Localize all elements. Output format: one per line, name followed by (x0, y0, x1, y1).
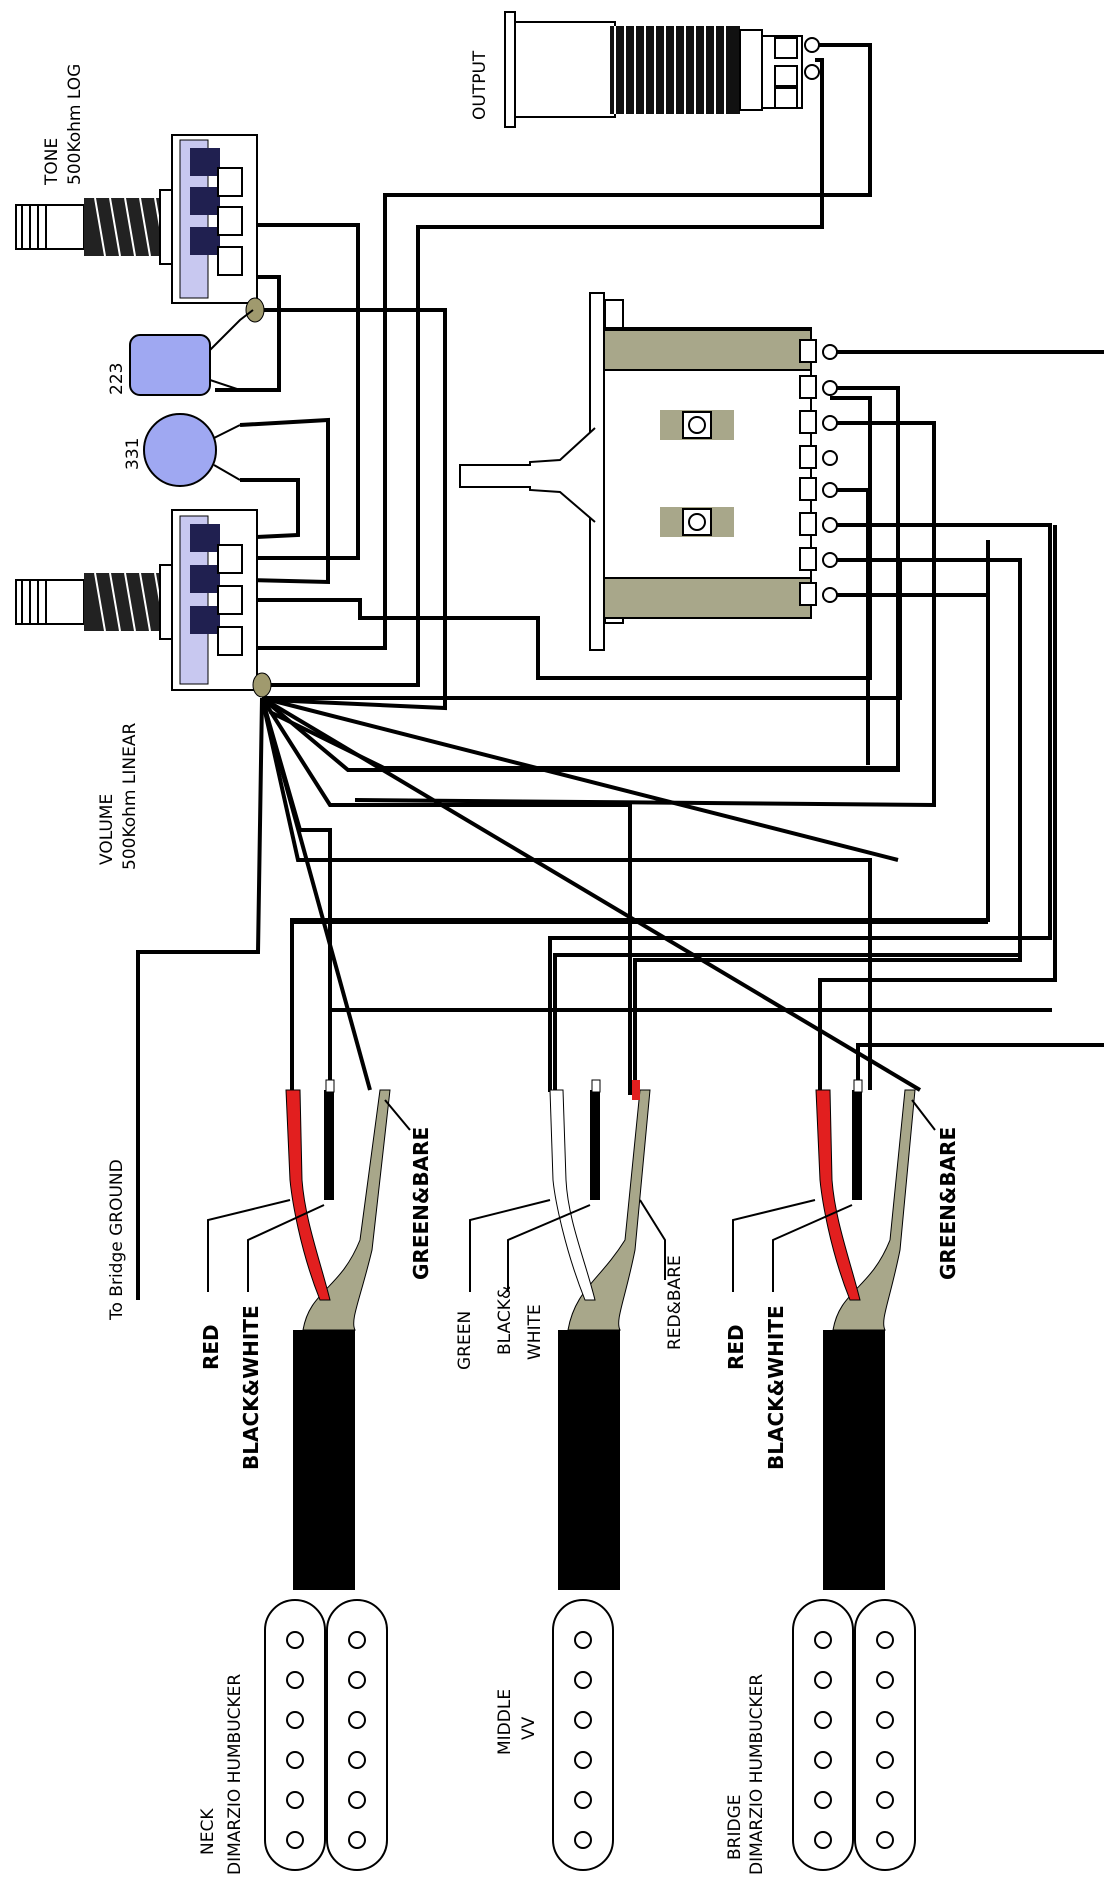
neck-bw-label: BLACK&WHITE (239, 1305, 263, 1470)
wire-ground-fan-6 (260, 697, 872, 1090)
label-leaders (207, 1099, 936, 1292)
volume-lug-1 (217, 544, 243, 574)
wire-neck-bw (328, 1008, 1052, 1090)
middle-green-label: GREEN (455, 1311, 475, 1370)
wire-cap331-b (234, 478, 300, 540)
wire-ground-fan-3 (260, 696, 632, 1095)
wire-ground-fan-4 (260, 697, 332, 1090)
tone-lug-1 (217, 167, 243, 197)
pickup-switch (459, 292, 838, 651)
volume-pot (15, 509, 272, 698)
cap-331 (143, 413, 241, 487)
switch-terminals (799, 339, 838, 606)
wire-switch-5 (830, 488, 870, 765)
wire-bridge-red (818, 525, 1057, 1095)
cap-223-label: 223 (107, 363, 127, 395)
neck-cable (285, 1079, 391, 1590)
volume-knob (15, 579, 85, 625)
switch-lever (459, 427, 596, 523)
wire-cap331-a (239, 417, 330, 585)
wire-output-tip (245, 43, 872, 650)
tone-value-label: 500Kohm LOG (65, 64, 85, 185)
bridge-cable (815, 1079, 916, 1590)
bridge-humbucker (792, 1599, 916, 1871)
middle-name-label: MIDDLE (495, 1689, 515, 1755)
volume-lug-3 (217, 626, 243, 656)
wire-tone-ground (253, 308, 447, 711)
wire-switch-8 (290, 593, 990, 1090)
middle-red-bare-label: RED&BARE (665, 1255, 685, 1350)
tone-name-label: TONE (42, 138, 62, 186)
tone-lug-3 (217, 246, 243, 276)
middle-single-coil (552, 1599, 614, 1871)
wiring (136, 43, 1104, 1300)
wire-tone-to-volume (230, 223, 360, 560)
wire-ground-fan-2 (260, 696, 900, 772)
volume-name-label: VOLUME (97, 794, 117, 865)
bridge-bw-label: BLACK&WHITE (764, 1305, 788, 1470)
bridge-green-bare-label: GREEN&BARE (936, 1127, 960, 1280)
wire-bridge-ground (136, 697, 264, 1300)
middle-cable (549, 1079, 651, 1590)
neck-red-label: RED (199, 1324, 223, 1370)
middle-model-label: VV (519, 1716, 539, 1740)
switch-body (603, 327, 812, 619)
labels: TONE 500Kohm LOG OUTPUT 223 331 VOLUME 5… (42, 50, 960, 1875)
volume-solder (252, 672, 272, 698)
wire-ground-fan-7 (261, 696, 899, 862)
bridge-name-label: BRIDGE (725, 1795, 745, 1861)
neck-model-label: DIMARZIO HUMBUCKER (225, 1674, 245, 1875)
bridge-model-label: DIMARZIO HUMBUCKER (747, 1674, 767, 1875)
middle-black-label: BLACK& (495, 1286, 515, 1355)
wire-switch-3 (354, 421, 936, 808)
tone-lug-2 (217, 206, 243, 236)
tone-solder (245, 297, 265, 323)
volume-lug-2 (217, 585, 243, 615)
wire-neck-red (290, 920, 988, 1090)
neck-name-label: NECK (198, 1808, 218, 1855)
middle-white-label: WHITE (525, 1304, 545, 1360)
output-label: OUTPUT (470, 50, 490, 120)
tone-knob (15, 204, 85, 250)
cap-223 (129, 309, 254, 396)
wire-output-sleeve (262, 58, 824, 687)
wire-ground-fan-8 (260, 696, 922, 1092)
wire-vol-to-switch (250, 396, 872, 680)
neck-green-bare-label: GREEN&BARE (409, 1127, 433, 1280)
wire-ground-fan-5 (260, 697, 372, 1091)
neck-humbucker (264, 1599, 388, 1871)
wire-switch-6 (548, 523, 1052, 1092)
bridge-ground-label: To Bridge GROUND (107, 1159, 127, 1321)
wire-switch-7 (633, 558, 1022, 1095)
cap-331-label: 331 (123, 438, 143, 470)
wire-bridge-bw (856, 1043, 1104, 1090)
wire-middle-green (553, 953, 1020, 1092)
output-jack (504, 11, 820, 128)
bridge-red-label: RED (724, 1324, 748, 1370)
tone-pot (15, 134, 265, 323)
wire-ground-fan-1 (262, 558, 902, 700)
volume-value-label: 500Kohm LINEAR (120, 723, 140, 870)
